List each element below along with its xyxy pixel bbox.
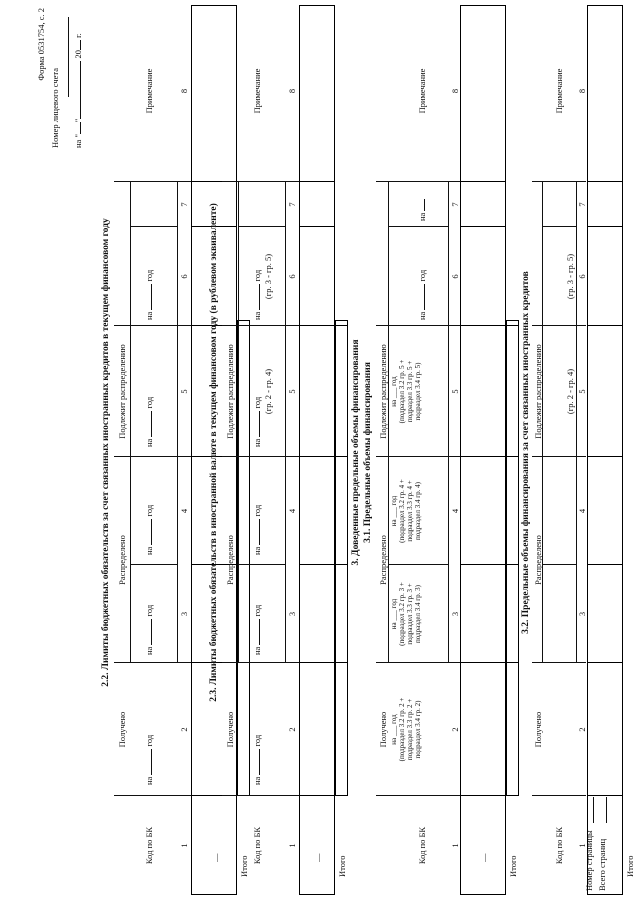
s32-col2: 2 <box>577 727 587 732</box>
s32-distributed: Распределено <box>533 535 543 585</box>
section-3-2-data-grid[interactable] <box>587 5 623 895</box>
s32-note-col: Примечание <box>554 68 564 114</box>
s32-col8: 8 <box>577 88 587 94</box>
s32-to-distribute: Подлежит распределению <box>533 344 543 439</box>
s32-total: Итого <box>625 855 635 877</box>
s32-col4: 4 <box>577 508 587 514</box>
s32-col3: 3 <box>577 611 587 617</box>
s32-col6: 6 <box>577 274 587 279</box>
s32-col7: 7 <box>577 202 587 207</box>
s32-received: Получено <box>533 711 543 748</box>
s32-f7: (гр. 3 - гр. 5) <box>565 253 575 300</box>
section-3-2-title: 3.2. Предельные объемы финансирования за… <box>521 0 532 905</box>
s32-col5: 5 <box>577 389 587 394</box>
s32-code-col: Код по БК <box>554 826 564 865</box>
s32-f6: (гр. 2 - гр. 4) <box>565 368 575 415</box>
s32-col1: 1 <box>577 843 587 848</box>
section-3-2-title-text: 3.2. Предельные объемы финансирования за… <box>521 271 531 634</box>
